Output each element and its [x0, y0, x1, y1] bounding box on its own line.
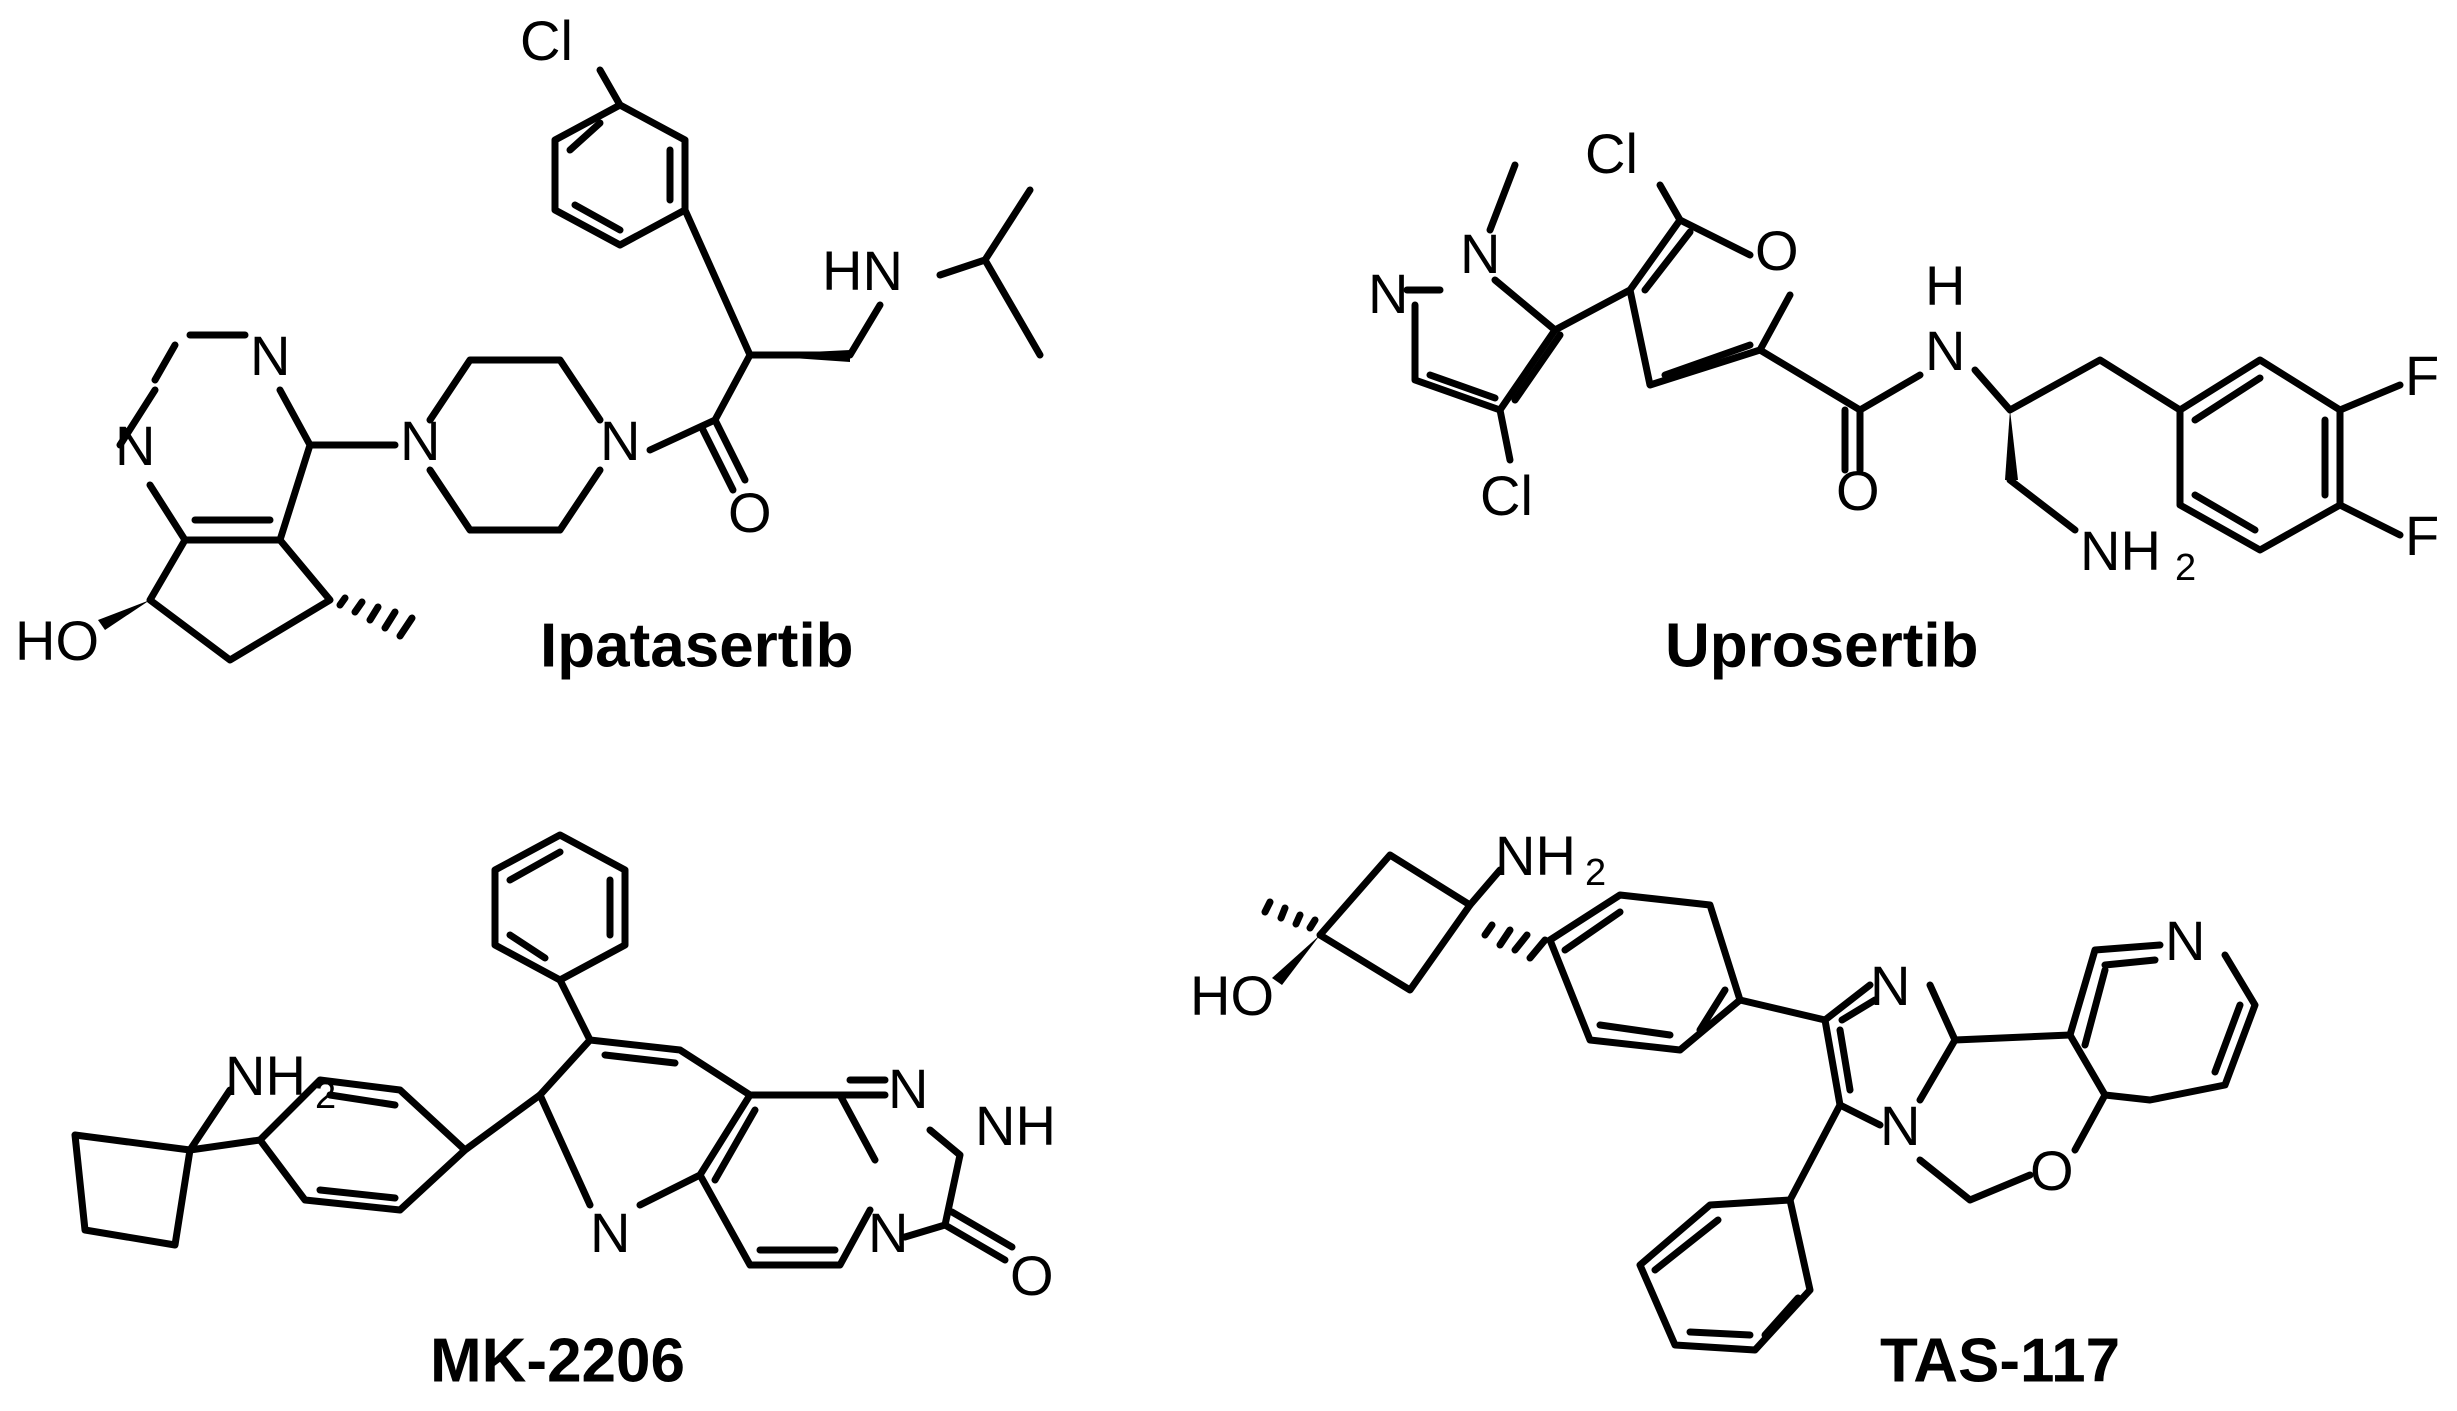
- uprosertib-pyrazole-n1-label: N: [1368, 262, 1408, 325]
- uprosertib-structure: N N Cl Cl O O N H NH 2 F F: [1368, 122, 2439, 681]
- uprosertib-nh2-label: NH: [2080, 519, 2161, 582]
- ipatasertib-cl-label: Cl: [520, 9, 573, 72]
- uprosertib-amide-o-label: O: [1836, 459, 1880, 522]
- uprosertib-cl1-label: Cl: [1585, 122, 1638, 185]
- tas117-cyclobutane-ring: [1316, 851, 1474, 994]
- uprosertib-furan-ring: [1551, 216, 1794, 389]
- mk2206-nh2-subscript: 2: [315, 1075, 336, 1117]
- uprosertib-f1-label: F: [2405, 344, 2439, 407]
- mk2206-carbonyl-o-label: O: [1010, 1244, 1054, 1307]
- tas117-ho-label: HO: [1190, 964, 1274, 1027]
- uprosertib-pyrazole-n2-label: N: [1460, 222, 1500, 285]
- uprosertib-nh2-subscript: 2: [2175, 547, 2196, 589]
- ipatasertib-name: Ipatasertib: [540, 611, 854, 680]
- uprosertib-f2-label: F: [2405, 504, 2439, 567]
- mk2206-phenylene-ring: [256, 1076, 544, 1214]
- uprosertib-furan-o-label: O: [1755, 219, 1799, 282]
- uprosertib-cl2-label: Cl: [1480, 464, 1533, 527]
- tas117-pyridine-n-label: N: [2165, 909, 2205, 972]
- ipatasertib-pyrimidine-ring: [116, 331, 314, 544]
- ipatasertib-pyrimidine-n2-label: N: [115, 414, 155, 477]
- mk2206-naphthyridine-ring: [536, 1036, 879, 1269]
- tas117-name: TAS-117: [1880, 1326, 2120, 1395]
- ipatasertib-hn-label: HN: [822, 239, 903, 302]
- uprosertib-amide-nh-n-label: N: [1925, 319, 1965, 382]
- tas117-imidazole-n-label: N: [1870, 954, 1910, 1017]
- tas117-structure: HO NH 2 N N O N TAS-: [1190, 824, 2259, 1395]
- uprosertib-pyrazole-ring: [1411, 276, 1564, 414]
- mk2206-structure: N N N NH O NH 2 MK-2206: [71, 831, 1056, 1395]
- uprosertib-name: Uprosertib: [1665, 611, 1978, 680]
- mk2206-nh2-label: NH: [225, 1044, 306, 1107]
- mk2206-name: MK-2206: [430, 1326, 685, 1395]
- ipatasertib-piperazine-n1-label: N: [600, 409, 640, 472]
- tas117-pyridine-ring: [2066, 941, 2259, 1104]
- mk2206-pyridine-n-label: N: [590, 1201, 630, 1264]
- mk2206-bridge-n-label: N: [868, 1201, 908, 1264]
- ipatasertib-pyrimidine-n1-label: N: [250, 324, 290, 387]
- ipatasertib-carbonyl-o-label: O: [728, 481, 772, 544]
- uprosertib-difluorophenyl-ring: [2176, 356, 2404, 554]
- tas117-phenyl-ring: [1636, 1196, 1814, 1354]
- uprosertib-amide-nh-h-label: H: [1925, 254, 1965, 317]
- tas117-nh2-label: NH: [1495, 824, 1576, 887]
- mk2206-phenyl-ring: [491, 831, 629, 984]
- ipatasertib-wedge-bond: [750, 350, 850, 362]
- tas117-oxazine-o-label: O: [2030, 1139, 2074, 1202]
- mk2206-triazole-n-label: N: [888, 1057, 928, 1120]
- tas117-bridge-n-label: N: [1880, 1094, 1920, 1157]
- ipatasertib-piperazine-n2-label: N: [400, 409, 440, 472]
- mk2206-triazolone-ring: [836, 1076, 964, 1241]
- tas117-phenylene-ring: [1546, 891, 1744, 1054]
- mk2206-cyclobutane-ring: [71, 1131, 194, 1249]
- ipatasertib-chlorophenyl-ring: [551, 66, 689, 249]
- ipatasertib-piperazine-ring: [426, 356, 604, 534]
- ipatasertib-structure: Cl HN O N N N N HO Ipatasertib: [15, 9, 1044, 680]
- mk2206-triazole-nh-label: NH: [975, 1094, 1056, 1157]
- tas117-nh2-subscript: 2: [1585, 852, 1606, 894]
- ipatasertib-ho-label: HO: [15, 609, 99, 672]
